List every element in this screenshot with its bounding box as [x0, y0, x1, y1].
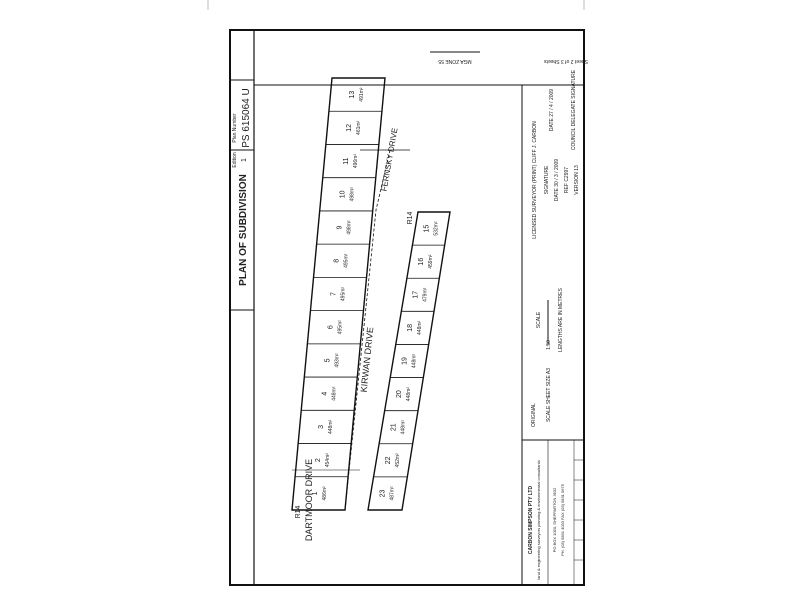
inner-lot-number: 18 — [407, 324, 414, 332]
edition-label: Edition — [232, 152, 238, 168]
outer-lot-number: 2 — [315, 458, 322, 462]
inner-lot-area: 448m² — [412, 354, 418, 369]
council-date: DATE 27 / 4 / 2009 — [549, 89, 555, 131]
original-label: ORIGINAL — [531, 403, 537, 427]
inner-lot-number: 19 — [402, 357, 409, 365]
outer-lot-area: 495m² — [337, 320, 343, 335]
inner-lot-number: 17 — [412, 291, 419, 299]
inner-lot-area: 532m² — [433, 221, 439, 236]
outer-lot-area: 496m² — [353, 154, 359, 169]
plan-number: PS 615064 U — [241, 88, 252, 148]
outer-lot-number: 4 — [321, 392, 328, 396]
outer-lot-area: 495m² — [341, 287, 347, 302]
outer-lot-number: 7 — [331, 292, 338, 296]
mga-zone-label: MGA ZONE 55 — [438, 58, 472, 64]
kirwan-drive-edge — [344, 149, 391, 511]
surveyor: LICENSED SURVEYOR (PRINT) CLIFF J. CARBO… — [532, 121, 538, 239]
inner-lot-area: 459m² — [428, 254, 434, 269]
outer-lot-area: 454m² — [325, 453, 331, 468]
inner-lot-area: 479m² — [422, 287, 428, 302]
outer-lot-area: 461m² — [356, 120, 362, 135]
edition-value: 1 — [241, 158, 248, 162]
inner-lot-area: 452m² — [395, 453, 401, 468]
outer-lot-number: 8 — [334, 259, 341, 263]
inner-lot-number: 21 — [391, 423, 398, 431]
outer-lot-area: 448m² — [331, 386, 337, 401]
council-signature: COUNCIL DELEGATE SIGNATURE — [571, 69, 577, 150]
inner-lot-area: 448m² — [406, 387, 412, 402]
signature: SIGNATURE — [544, 165, 550, 194]
outer-lot-number: 12 — [346, 124, 353, 132]
inner-lot-area: 487m² — [390, 486, 396, 501]
outer-lot-area: 493m² — [334, 353, 340, 368]
road-r14-bottom: R14 — [295, 505, 302, 518]
sheet-size: SCALE SHEET SIZE A3 — [546, 368, 552, 422]
outer-lot-area: 491m² — [359, 87, 365, 102]
outer-block-boundary — [291, 77, 386, 511]
inner-lot-number: 23 — [380, 489, 387, 497]
outer-lot-number: 1 — [312, 491, 319, 495]
outer-lot-number: 11 — [343, 157, 350, 164]
firm-phone: PH. (03) 5831 4033 FAX (03) 5831 5675 — [560, 483, 565, 556]
firm-desc: land & engineering surveyors planning & … — [536, 460, 541, 579]
outer-lot-number: 3 — [318, 425, 325, 429]
street-dartmoor: DARTMOOR DRIVE — [304, 459, 314, 541]
outer-lot-lines — [295, 110, 382, 478]
inner-lot-area: 448m² — [401, 420, 407, 435]
inner-lot-area: 448m² — [417, 320, 423, 335]
inner-lot-number: 15 — [423, 225, 430, 233]
scale-ratio: 1:50 — [546, 340, 552, 350]
scale-label: SCALE — [536, 311, 542, 328]
outer-lot-area: 448m² — [328, 420, 334, 435]
road-r14-top: R14 — [407, 211, 414, 224]
outer-lot-number: 13 — [349, 91, 356, 99]
revision-boxes — [573, 439, 585, 586]
outer-lot-area: 498m² — [347, 220, 353, 235]
survey-date: DATE 30 / 3 / 2009 — [554, 159, 560, 201]
outer-lot-number: 10 — [340, 190, 347, 198]
outer-lot-area: 495m² — [344, 253, 350, 268]
outer-lot-number: 9 — [337, 225, 344, 229]
outer-lot-number: 6 — [327, 325, 334, 329]
firm-name: CARBON SIMPSON PTY LTD — [528, 486, 534, 555]
outer-lot-number: 5 — [324, 358, 331, 362]
inner-lot-lines — [373, 244, 445, 478]
inner-lot-number: 16 — [418, 258, 425, 266]
firm-address: PO BOX 1050, SHEPPARTON 3632 — [552, 487, 557, 552]
scale-lengths: LENGTHS ARE IN METRES — [558, 288, 564, 352]
plan-number-box — [229, 79, 255, 151]
survey-version: VERSION 13 — [574, 165, 580, 195]
inner-lot-number: 22 — [385, 456, 392, 464]
outer-lot-area: 486m² — [322, 486, 328, 501]
plan-number-label: Plan Number — [232, 113, 238, 143]
outer-lot-area: 498m² — [350, 187, 356, 202]
inner-lot-number: 20 — [396, 390, 403, 398]
plan-title: PLAN OF SUBDIVISION — [238, 174, 249, 286]
survey-ref: REF C2997 — [564, 167, 570, 193]
sheet-of: Sheet 2 of 3 Sheets — [544, 58, 588, 64]
